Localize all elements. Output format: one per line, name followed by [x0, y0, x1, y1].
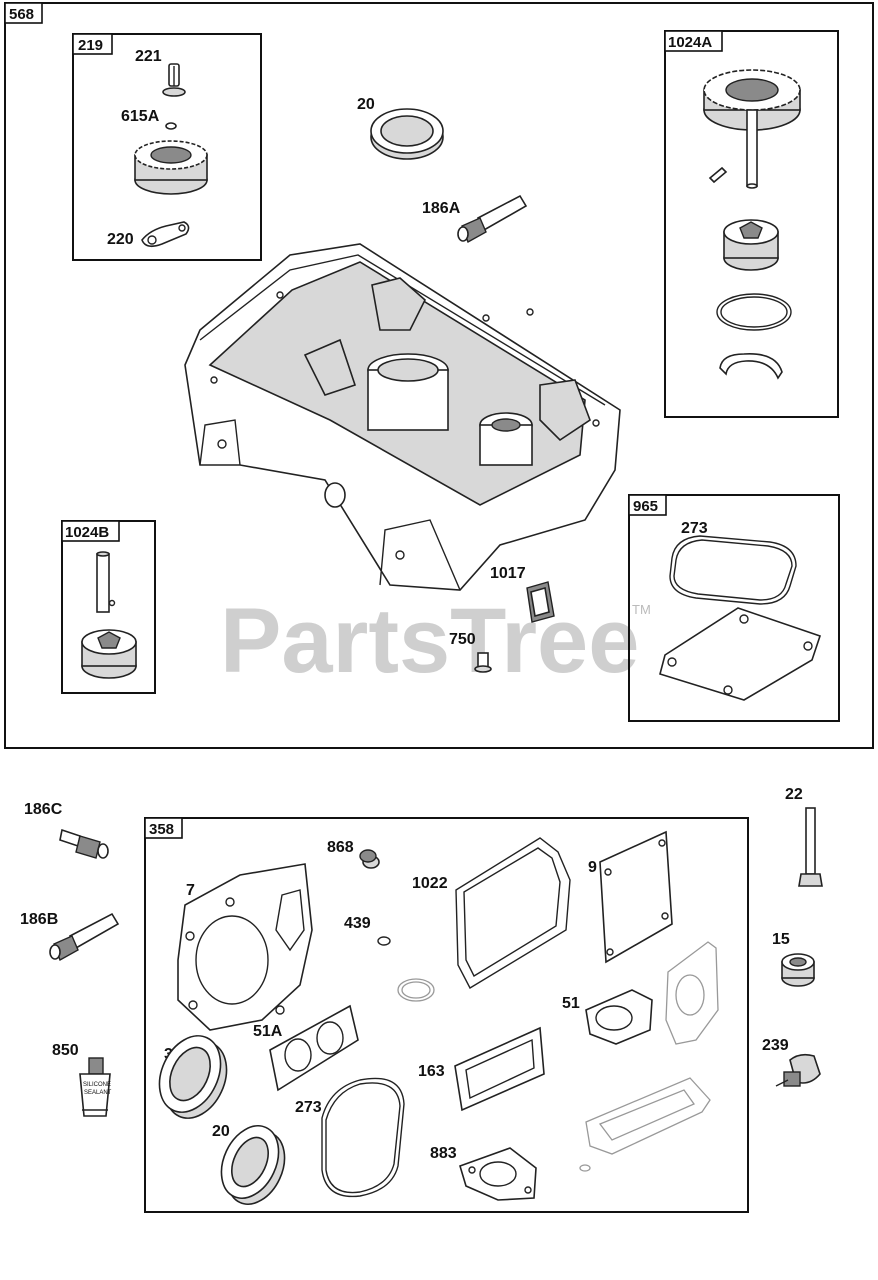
- part-crankcase-cover[interactable]: [184, 243, 621, 591]
- assembly-568-tag[interactable]: 568: [9, 6, 34, 23]
- part-439-ring[interactable]: [377, 936, 391, 946]
- part-label-221[interactable]: 221: [135, 48, 162, 65]
- part-label-868[interactable]: 868: [327, 839, 354, 856]
- part-7-head-gasket[interactable]: [177, 863, 313, 1031]
- tube-label-line1: SILICONE: [83, 1082, 111, 1088]
- assembly-965-tag[interactable]: 965: [633, 498, 658, 515]
- part-273-o-ring-top[interactable]: [669, 535, 797, 605]
- part-965-cover-plate[interactable]: [659, 607, 822, 701]
- part-20-seal-bottom[interactable]: [210, 1117, 295, 1214]
- watermark-trademark: TM: [632, 602, 651, 617]
- part-label-750[interactable]: 750: [449, 631, 476, 648]
- part-label-239[interactable]: 239: [762, 1037, 789, 1054]
- part-label-883[interactable]: 883: [430, 1145, 457, 1162]
- part-219-gear[interactable]: [134, 140, 208, 195]
- part-15-nut[interactable]: [781, 953, 815, 987]
- part-750-screw[interactable]: [474, 652, 492, 673]
- assembly-1024A-tag-box: [664, 30, 723, 52]
- assembly-358-tag-box: [144, 817, 183, 839]
- part-1024A-o-ring[interactable]: [716, 293, 792, 331]
- assembly-965-tag-box: [628, 494, 667, 516]
- part-3-seal[interactable]: [148, 1026, 239, 1128]
- part-gasket-faint-bottom[interactable]: [579, 1077, 711, 1172]
- part-186C-fitting[interactable]: [59, 828, 109, 859]
- part-1017-screen[interactable]: [526, 581, 555, 623]
- assembly-1024B-tag-box: [61, 520, 120, 542]
- part-273-o-ring-bottom[interactable]: [321, 1077, 405, 1198]
- part-1024A-rotor[interactable]: [723, 219, 779, 271]
- part-1024B-shaft[interactable]: [96, 551, 116, 613]
- assembly-219-tag[interactable]: 219: [78, 37, 103, 54]
- part-1024A-snap-ring[interactable]: [719, 353, 783, 380]
- assembly-1024A-tag[interactable]: 1024A: [668, 34, 712, 51]
- part-label-186A[interactable]: 186A: [422, 200, 461, 217]
- part-51A-gasket[interactable]: [269, 1004, 359, 1092]
- part-label-20-bottom[interactable]: 20: [212, 1123, 230, 1140]
- part-239-switch[interactable]: [775, 1053, 821, 1087]
- tube-label-line2: SEALANT: [84, 1090, 112, 1096]
- part-label-186C[interactable]: 186C: [24, 801, 63, 818]
- part-22-bolt[interactable]: [798, 807, 823, 887]
- part-gasket-faint-right[interactable]: [665, 941, 719, 1045]
- part-186A-fitting[interactable]: [457, 194, 528, 244]
- part-883-gasket[interactable]: [459, 1147, 537, 1201]
- part-label-273-bottom[interactable]: 273: [295, 1099, 322, 1116]
- part-label-51A[interactable]: 51A: [253, 1023, 283, 1040]
- part-220-plate[interactable]: [141, 221, 190, 248]
- part-label-20-top[interactable]: 20: [357, 96, 375, 113]
- watermark-logo: PartsTree: [220, 590, 639, 692]
- part-ring-faint[interactable]: [397, 978, 435, 1002]
- part-label-850[interactable]: 850: [52, 1042, 79, 1059]
- part-221-pin[interactable]: [162, 63, 186, 97]
- part-label-186B[interactable]: 186B: [20, 911, 58, 928]
- part-label-1022[interactable]: 1022: [412, 875, 448, 892]
- assembly-219-frame: [72, 33, 262, 261]
- part-615A-ring[interactable]: [165, 122, 177, 130]
- part-868-plug[interactable]: [359, 849, 380, 869]
- assembly-1024A-frame: [664, 30, 839, 418]
- part-9-plate[interactable]: [599, 830, 673, 964]
- part-label-51[interactable]: 51: [562, 995, 580, 1012]
- part-label-220[interactable]: 220: [107, 231, 134, 248]
- assembly-568-frame: [4, 2, 874, 749]
- assembly-1024B-tag[interactable]: 1024B: [65, 524, 109, 541]
- part-label-15[interactable]: 15: [772, 931, 790, 948]
- part-label-439[interactable]: 439: [344, 915, 371, 932]
- assembly-965-frame: [628, 494, 840, 722]
- part-1024A-gear[interactable]: [703, 69, 801, 189]
- part-label-615A[interactable]: 615A: [121, 108, 160, 125]
- assembly-219-tag-box: [72, 33, 113, 55]
- part-186B-fitting[interactable]: [49, 912, 120, 962]
- part-1024B-rotor[interactable]: [81, 629, 137, 679]
- assembly-358-frame: [144, 817, 749, 1213]
- part-850-sealant-tube[interactable]: SILICONE SEALANT: [79, 1057, 112, 1117]
- part-label-1017[interactable]: 1017: [490, 565, 526, 582]
- part-51-gasket[interactable]: [585, 989, 653, 1045]
- part-1022-valve-cover-gasket[interactable]: [455, 837, 571, 989]
- part-label-273-top[interactable]: 273: [681, 520, 708, 537]
- part-label-7[interactable]: 7: [186, 882, 195, 899]
- part-163-gasket[interactable]: [454, 1026, 545, 1112]
- part-label-9[interactable]: 9: [588, 859, 597, 876]
- assembly-568-tag-box: [4, 2, 43, 24]
- part-20-seal-top[interactable]: [370, 108, 444, 160]
- part-label-163[interactable]: 163: [418, 1063, 445, 1080]
- part-label-22[interactable]: 22: [785, 786, 803, 803]
- assembly-358-tag[interactable]: 358: [149, 821, 174, 838]
